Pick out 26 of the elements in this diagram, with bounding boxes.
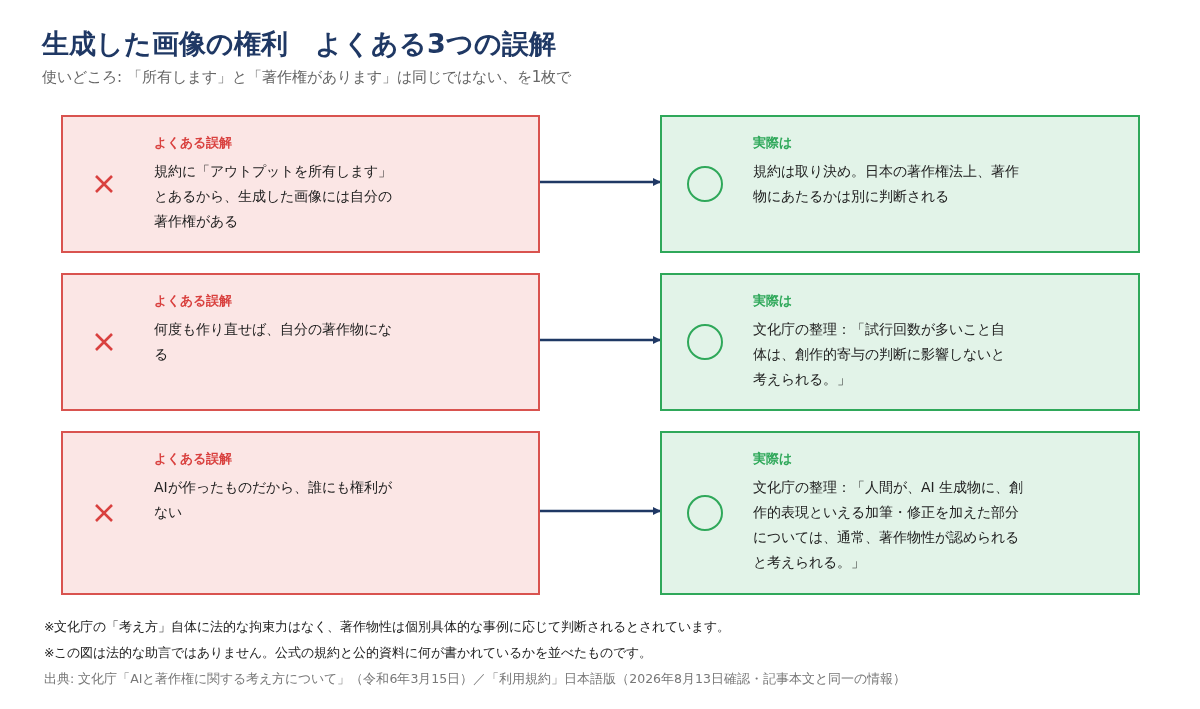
subtitle: 使いどころ: 「所有します」と「著作権があります」は同じではない、を1枚で [42,68,572,87]
arrow [540,507,661,515]
box-text: 規約は取り決め。日本の著作権法上、著作物にあたるかは別に判断される [753,162,1020,206]
box-heading: 実際は [753,450,792,468]
box-text: 文化庁の整理：「人間が、AI 生成物に、創作的表現といえる加筆・修正を加えた部分については、通常、著作物性が認められると考えられる。」 [753,478,1025,572]
box-text: 何度も作り直せば、自分の著作物になる [154,320,393,364]
footnote: ※この図は法的な助言ではありません。公式の規約と公的資料に何が書かれているかを並べたものです。 [44,645,653,662]
footnote: ※文化庁の「考え方」自体に法的な拘束力はなく、著作物性は個別具体的な事例に応じて判断されるとされています。 [44,619,731,636]
box-text: 文化庁の整理：「試行回数が多いこと自体は、創作的寄与の判断に影響しないと考えられる。」 [753,320,1006,389]
box-heading: よくある誤解 [154,292,232,310]
title: 生成した画像の権利 よくある3つの誤解 [42,27,556,61]
misconception-box [61,115,540,253]
source-note: 出典: 文化庁「AIと著作権に関する考え方について」（令和6年3月15日）／「利用規約」日本語版（2026年8月13日確認・記事本文と同一の情報） [44,671,906,688]
fact-box [660,431,1140,595]
fact-box [660,115,1140,253]
arrow [540,336,661,344]
fact-box [660,273,1140,411]
box-text: AIが作ったものだから、誰にも権利がない [154,478,393,522]
misconception-box [61,273,540,411]
box-heading: 実際は [753,292,792,310]
box-text: 規約に「アウトプットを所有します」とあるから、生成した画像には自分の著作権がある [154,162,393,231]
arrow [540,178,661,186]
box-heading: 実際は [753,134,792,152]
box-heading: よくある誤解 [154,450,232,468]
misconception-box [61,431,540,595]
box-heading: よくある誤解 [154,134,232,152]
